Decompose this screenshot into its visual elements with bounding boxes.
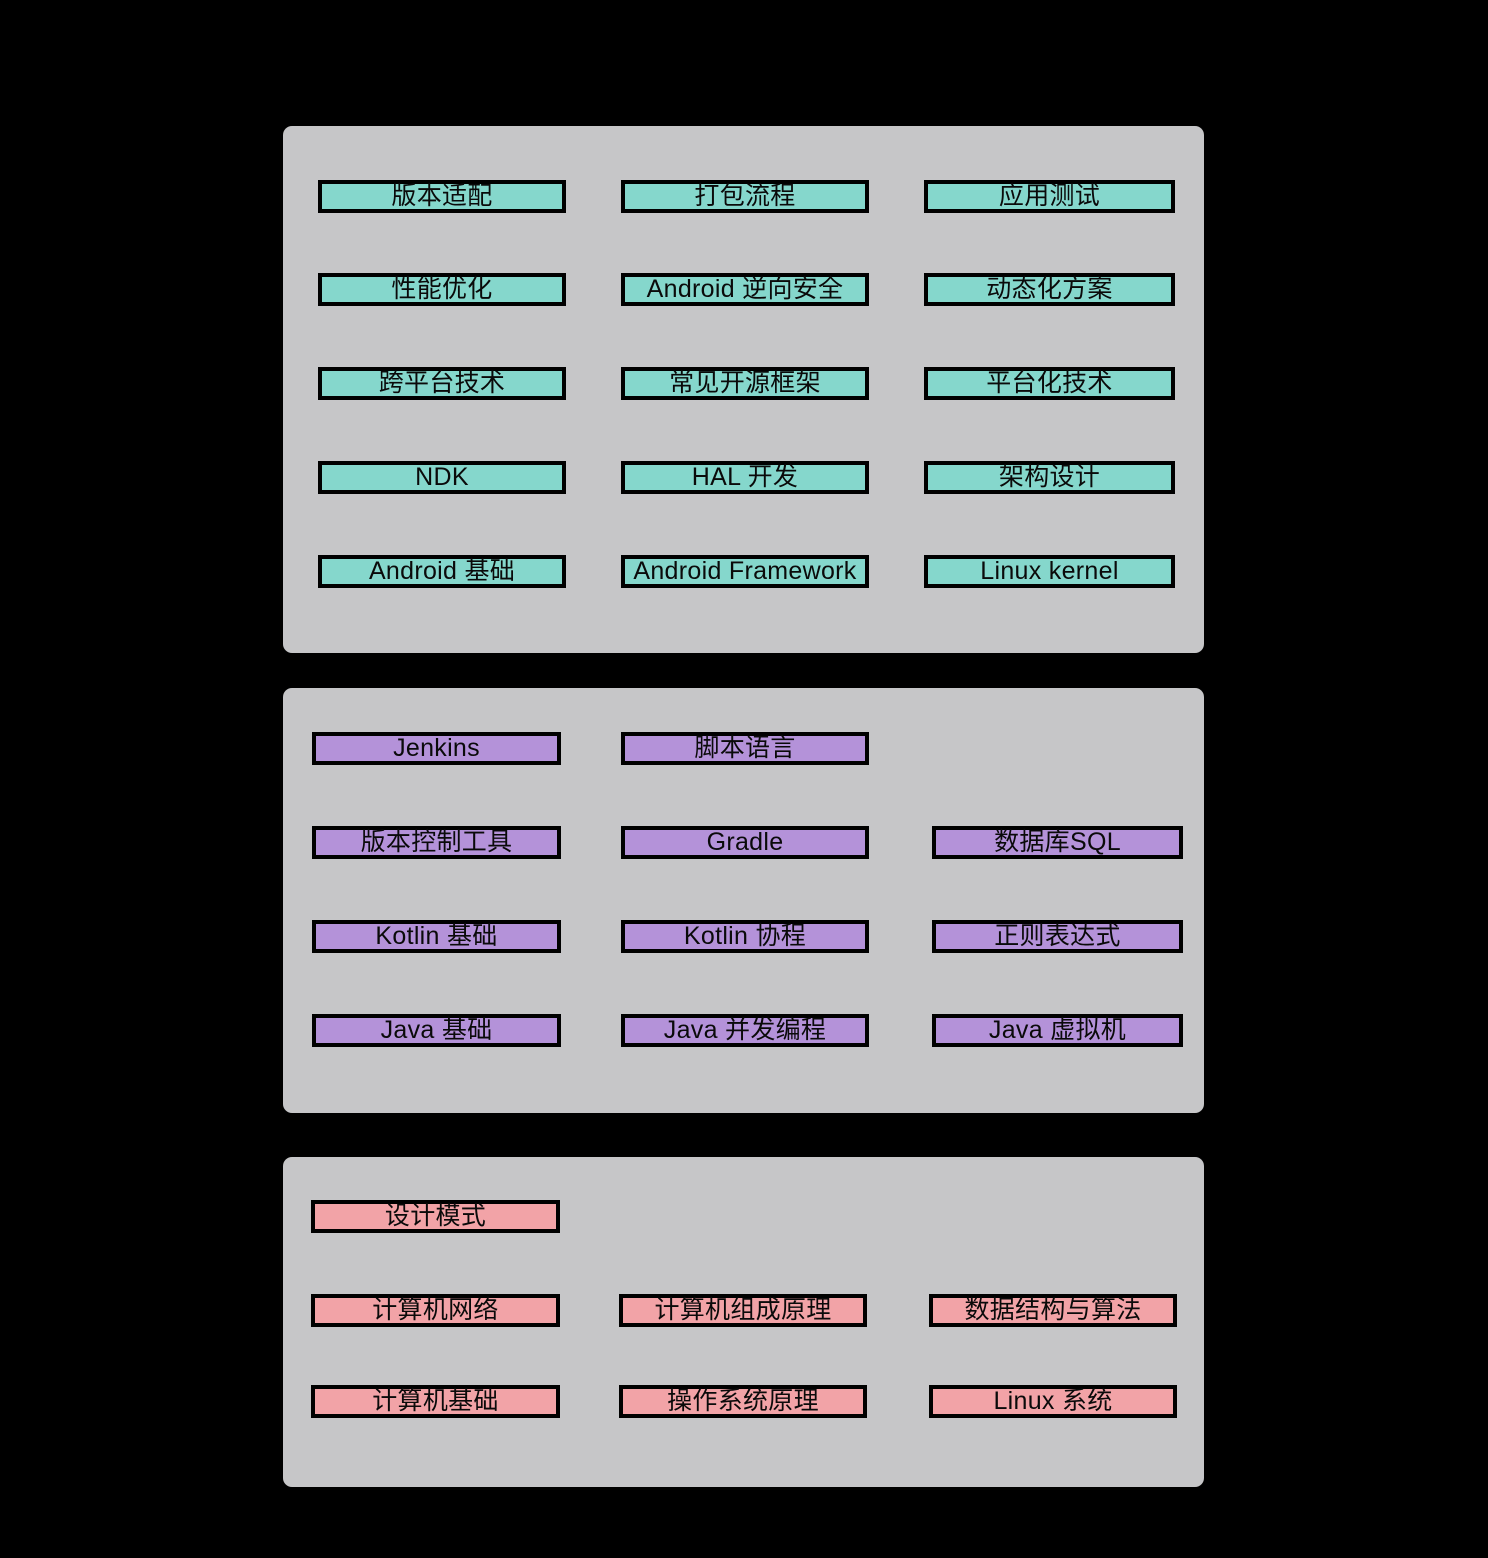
topic-box[interactable]: 计算机网络	[311, 1294, 560, 1327]
panel-row: Jenkins 脚本语言	[283, 732, 1204, 802]
panel-row: 版本控制工具 Gradle 数据库SQL	[283, 826, 1204, 896]
topic-box[interactable]: 正则表达式	[932, 920, 1183, 953]
topic-box[interactable]: 常见开源框架	[621, 367, 869, 400]
panel-row: 计算机网络 计算机组成原理 数据结构与算法	[283, 1294, 1204, 1364]
topic-box[interactable]: 版本适配	[318, 180, 566, 213]
panel-row: 性能优化 Android 逆向安全 动态化方案	[283, 273, 1204, 343]
topic-box[interactable]: 操作系统原理	[619, 1385, 867, 1418]
topic-box[interactable]: 性能优化	[318, 273, 566, 306]
topic-box[interactable]: Android Framework	[621, 555, 869, 588]
topic-box[interactable]: Linux 系统	[929, 1385, 1177, 1418]
android-stack-panel: 版本适配 打包流程 应用测试 性能优化 Android 逆向安全 动态化方案 跨…	[283, 126, 1204, 653]
topic-box[interactable]: HAL 开发	[621, 461, 869, 494]
topic-box[interactable]: 计算机基础	[311, 1385, 560, 1418]
panel-row: NDK HAL 开发 架构设计	[283, 461, 1204, 531]
topic-box[interactable]: Jenkins	[312, 732, 561, 765]
topic-box[interactable]: 数据结构与算法	[929, 1294, 1177, 1327]
topic-box[interactable]: 脚本语言	[621, 732, 869, 765]
panel-row: 跨平台技术 常见开源框架 平台化技术	[283, 367, 1204, 437]
panel-row: Android 基础 Android Framework Linux kerne…	[283, 555, 1204, 625]
topic-box[interactable]: Gradle	[621, 826, 869, 859]
topic-box[interactable]: Java 基础	[312, 1014, 561, 1047]
language-tooling-panel: Jenkins 脚本语言 版本控制工具 Gradle 数据库SQL Kotlin…	[283, 688, 1204, 1113]
topic-box[interactable]: Kotlin 基础	[312, 920, 561, 953]
panel-row: 计算机基础 操作系统原理 Linux 系统	[283, 1385, 1204, 1455]
topic-box[interactable]: 架构设计	[924, 461, 1175, 494]
topic-box[interactable]: Kotlin 协程	[621, 920, 869, 953]
panel-row: 版本适配 打包流程 应用测试	[283, 180, 1204, 250]
computer-science-panel: 设计模式 计算机网络 计算机组成原理 数据结构与算法 计算机基础 操作系统原理 …	[283, 1157, 1204, 1487]
panel-row: Kotlin 基础 Kotlin 协程 正则表达式	[283, 920, 1204, 990]
topic-box[interactable]: 动态化方案	[924, 273, 1175, 306]
topic-box[interactable]: 设计模式	[311, 1200, 560, 1233]
topic-box[interactable]: 应用测试	[924, 180, 1175, 213]
topic-box[interactable]: Android 逆向安全	[621, 273, 869, 306]
topic-box[interactable]: Linux kernel	[924, 555, 1175, 588]
topic-box[interactable]: 打包流程	[621, 180, 869, 213]
topic-box[interactable]: 数据库SQL	[932, 826, 1183, 859]
topic-box[interactable]: 计算机组成原理	[619, 1294, 867, 1327]
panel-row: 设计模式	[283, 1200, 1204, 1270]
topic-box[interactable]: Java 并发编程	[621, 1014, 869, 1047]
panel-row: Java 基础 Java 并发编程 Java 虚拟机	[283, 1014, 1204, 1084]
topic-box[interactable]: 平台化技术	[924, 367, 1175, 400]
topic-box[interactable]: Java 虚拟机	[932, 1014, 1183, 1047]
topic-box[interactable]: 版本控制工具	[312, 826, 561, 859]
topic-box[interactable]: NDK	[318, 461, 566, 494]
topic-box[interactable]: Android 基础	[318, 555, 566, 588]
topic-box[interactable]: 跨平台技术	[318, 367, 566, 400]
